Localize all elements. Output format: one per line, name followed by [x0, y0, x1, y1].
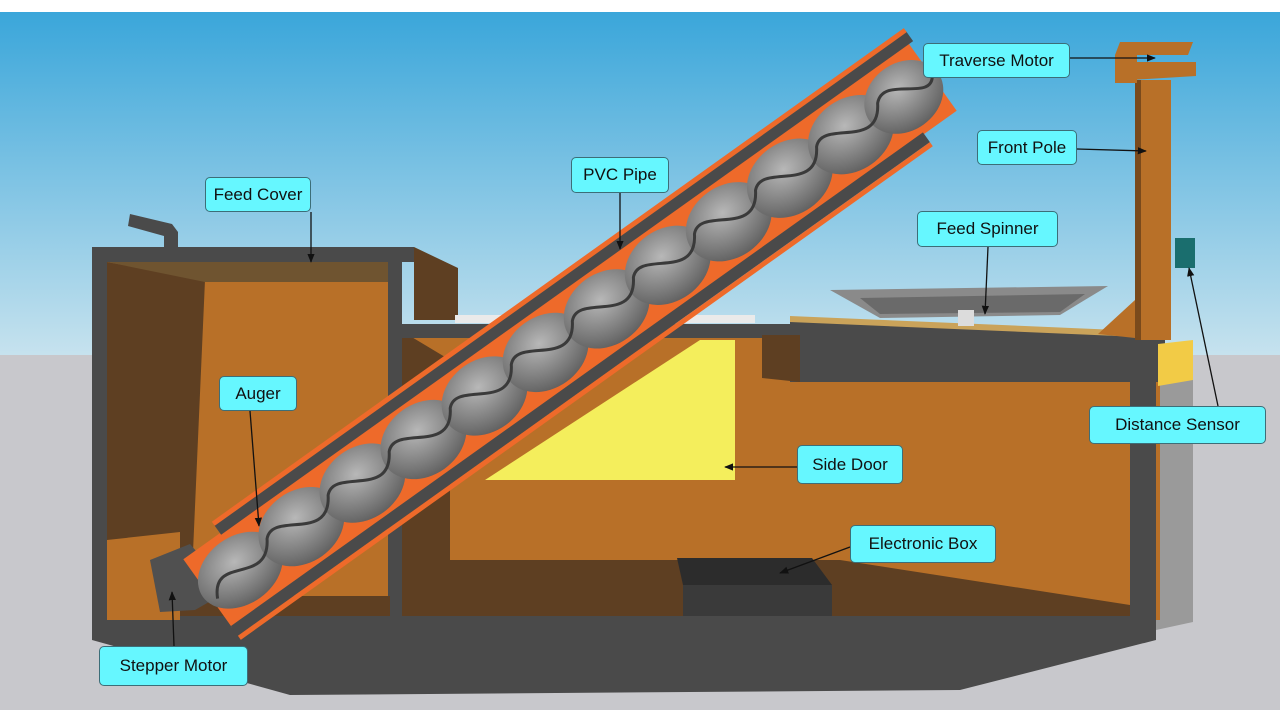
label-feed-spinner: Feed Spinner — [917, 211, 1058, 247]
hopper-left-wall — [92, 250, 107, 630]
label-auger: Auger — [219, 376, 297, 411]
label-pvc-pipe: PVC Pipe — [571, 157, 669, 193]
distance-sensor-body — [1175, 238, 1195, 268]
base-side — [1156, 345, 1193, 630]
traverse-motor-top — [1115, 42, 1193, 55]
label-traverse-motor: Traverse Motor — [923, 43, 1070, 78]
label-feed-cover: Feed Cover — [205, 177, 311, 212]
front-pole-shadow — [1135, 80, 1141, 340]
yellow-trim — [1158, 340, 1193, 386]
label-stepper-motor: Stepper Motor — [99, 646, 248, 686]
label-front-pole: Front Pole — [977, 130, 1077, 165]
label-distance-sensor: Distance Sensor — [1089, 406, 1266, 444]
label-electronic-box: Electronic Box — [850, 525, 996, 563]
deck-underside — [762, 335, 800, 382]
label-side-door: Side Door — [797, 445, 903, 484]
electronic-box-front — [683, 585, 832, 616]
feed-spinner-hub — [958, 310, 974, 326]
feed-cover — [92, 247, 414, 262]
